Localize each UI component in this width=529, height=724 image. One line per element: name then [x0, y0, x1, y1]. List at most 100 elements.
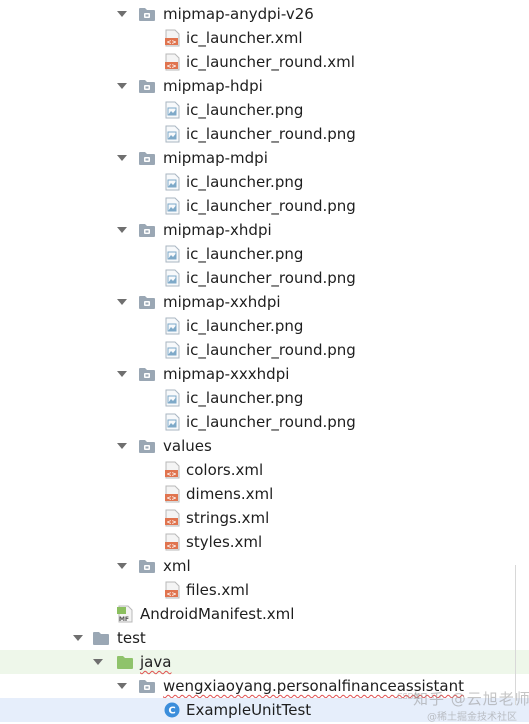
- tree-row[interactable]: ic_launcher_round.png: [0, 194, 529, 218]
- tree-row-label: ic_launcher.png: [186, 173, 304, 191]
- tree-row[interactable]: ic_launcher.png: [0, 314, 529, 338]
- tree-row[interactable]: test: [0, 626, 529, 650]
- folder-icon: [138, 221, 156, 239]
- tree-row[interactable]: mipmap-mdpi: [0, 146, 529, 170]
- tree-row-label: files.xml: [186, 581, 250, 599]
- folder-icon: [138, 149, 156, 167]
- xml-file-icon: <>: [163, 461, 181, 479]
- vertical-scrollbar[interactable]: [515, 565, 516, 705]
- tree-row[interactable]: mipmap-xxxhdpi: [0, 362, 529, 386]
- tree-row[interactable]: <> files.xml: [0, 578, 529, 602]
- package-icon: [138, 677, 156, 695]
- tree-row[interactable]: ic_launcher_round.png: [0, 410, 529, 434]
- chevron-down-icon[interactable]: [116, 560, 128, 572]
- xml-file-icon: <>: [163, 509, 181, 527]
- tree-row[interactable]: ic_launcher.png: [0, 242, 529, 266]
- image-file-icon: [163, 197, 181, 215]
- class-icon: C: [163, 701, 181, 719]
- chevron-down-icon[interactable]: [116, 296, 128, 308]
- tree-row[interactable]: ic_launcher.png: [0, 386, 529, 410]
- image-file-icon: [163, 413, 181, 431]
- image-file-icon: [163, 389, 181, 407]
- tree-row[interactable]: ic_launcher_round.png: [0, 266, 529, 290]
- tree-row-label: ic_launcher.png: [186, 245, 304, 263]
- svg-text:<>: <>: [166, 495, 176, 502]
- chevron-down-icon[interactable]: [116, 368, 128, 380]
- tree-row[interactable]: wengxiaoyang.personalfinanceassistant: [0, 674, 529, 698]
- tree-row-label: ic_launcher_round.png: [186, 197, 356, 215]
- folder-icon: [138, 5, 156, 23]
- xml-file-icon: <>: [163, 581, 181, 599]
- folder-icon: [138, 437, 156, 455]
- tree-row-label: mipmap-xxxhdpi: [163, 365, 290, 383]
- image-file-icon: [163, 101, 181, 119]
- tree-row[interactable]: ic_launcher.png: [0, 170, 529, 194]
- tree-row[interactable]: mipmap-xhdpi: [0, 218, 529, 242]
- source-folder-icon: [116, 653, 134, 671]
- tree-row[interactable]: ic_launcher.png: [0, 98, 529, 122]
- chevron-down-icon[interactable]: [116, 440, 128, 452]
- tree-row-label: mipmap-xxhdpi: [163, 293, 281, 311]
- chevron-down-icon[interactable]: [116, 152, 128, 164]
- tree-row-label: styles.xml: [186, 533, 263, 551]
- tree-row-label: java: [140, 653, 172, 671]
- watermark-tag: CSDN: [397, 692, 420, 701]
- tree-row-label: ic_launcher_round.xml: [186, 53, 355, 71]
- tree-row-label: ic_launcher.png: [186, 389, 304, 407]
- tree-row-label: mipmap-xhdpi: [163, 221, 272, 239]
- image-file-icon: [163, 125, 181, 143]
- chevron-down-icon[interactable]: [116, 680, 128, 692]
- tree-row[interactable]: mipmap-hdpi: [0, 74, 529, 98]
- svg-text:<>: <>: [166, 591, 176, 598]
- tree-row[interactable]: <> colors.xml: [0, 458, 529, 482]
- tree-row[interactable]: <> styles.xml: [0, 530, 529, 554]
- folder-icon: [138, 557, 156, 575]
- image-file-icon: [163, 245, 181, 263]
- folder-icon: [138, 77, 156, 95]
- xml-file-icon: <>: [163, 29, 181, 47]
- tree-row-label: ic_launcher_round.png: [186, 269, 356, 287]
- tree-row[interactable]: mipmap-anydpi-v26: [0, 2, 529, 26]
- xml-file-icon: <>: [163, 485, 181, 503]
- tree-row-label: ic_launcher.png: [186, 317, 304, 335]
- chevron-down-icon[interactable]: [116, 80, 128, 92]
- tree-row[interactable]: java: [0, 650, 529, 674]
- tree-row-label: ic_launcher_round.png: [186, 125, 356, 143]
- tree-row[interactable]: <> strings.xml: [0, 506, 529, 530]
- svg-text:<>: <>: [166, 39, 176, 46]
- watermark-main: 知乎 @云旭老师: [413, 690, 529, 708]
- tree-row-label: ic_launcher.png: [186, 101, 304, 119]
- xml-file-icon: <>: [163, 533, 181, 551]
- tree-row-label: ic_launcher_round.png: [186, 341, 356, 359]
- svg-text:<>: <>: [166, 63, 176, 70]
- chevron-down-icon[interactable]: [72, 632, 84, 644]
- tree-row-label: test: [117, 629, 146, 647]
- svg-text:<>: <>: [166, 471, 176, 478]
- chevron-down-icon[interactable]: [116, 224, 128, 236]
- tree-row-label: strings.xml: [186, 509, 270, 527]
- chevron-down-icon[interactable]: [116, 8, 128, 20]
- tree-row-label: ic_launcher.xml: [186, 29, 303, 47]
- svg-text:MF: MF: [119, 616, 129, 623]
- tree-row-label: mipmap-hdpi: [163, 77, 263, 95]
- tree-row-label: xml: [163, 557, 191, 575]
- tree-row-label: ic_launcher_round.png: [186, 413, 356, 431]
- tree-row[interactable]: mipmap-xxhdpi: [0, 290, 529, 314]
- tree-row-label: mipmap-anydpi-v26: [163, 5, 314, 23]
- tree-row-label: mipmap-mdpi: [163, 149, 268, 167]
- tree-row[interactable]: xml: [0, 554, 529, 578]
- image-file-icon: [163, 269, 181, 287]
- tree-row[interactable]: <> ic_launcher_round.xml: [0, 50, 529, 74]
- tree-row[interactable]: values: [0, 434, 529, 458]
- tree-row[interactable]: <> ic_launcher.xml: [0, 26, 529, 50]
- image-file-icon: [163, 173, 181, 191]
- watermark: CSDN 知乎 @云旭老师 @稀土掘金技术社区: [395, 688, 529, 724]
- chevron-down-icon[interactable]: [92, 656, 104, 668]
- folder-icon: [138, 293, 156, 311]
- tree-row[interactable]: <>dimens.xml: [0, 482, 529, 506]
- tree-row-label: colors.xml: [186, 461, 264, 479]
- tree-row[interactable]: ic_launcher_round.png: [0, 122, 529, 146]
- tree-row[interactable]: ic_launcher_round.png: [0, 338, 529, 362]
